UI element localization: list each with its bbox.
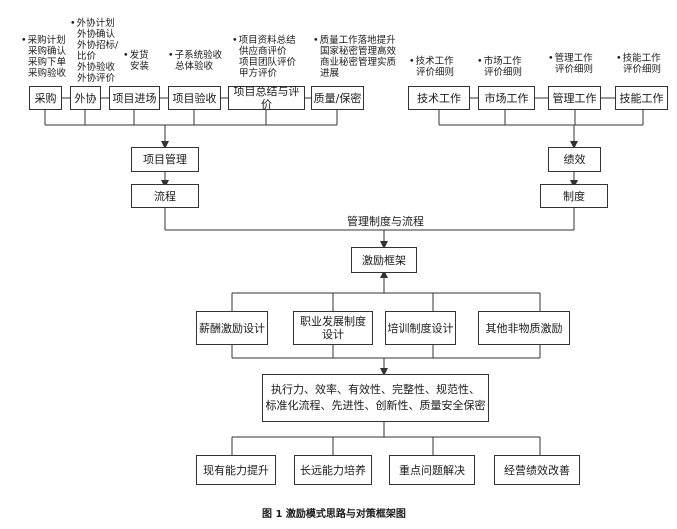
note-summary: 项目资料总结 供应商评价 项目团队评价 甲方评价 (232, 35, 296, 79)
box-project-summary: 项目总结与评价 (228, 85, 305, 111)
box-outcome-longterm: 长远能力培养 (294, 455, 372, 485)
box-outsourcing: 外协 (70, 86, 101, 110)
merge-label: 管理制度与流程 (347, 215, 424, 228)
note-procurement: 采购计划 采购确认 采购下单 采购验收 (21, 35, 66, 79)
box-project-management: 项目管理 (131, 147, 199, 172)
box-incentive-framework: 激励框架 (351, 247, 417, 273)
box-procurement: 采购 (29, 86, 62, 110)
box-salary-design: 薪酬激励设计 (196, 311, 268, 345)
note-delivery: 发货 安装 (123, 50, 149, 72)
box-tech-work: 技术工作 (408, 86, 470, 110)
box-mgmt-work: 管理工作 (548, 86, 601, 110)
note-skill: 技能工作 评价细则 (616, 53, 661, 75)
box-training-design: 培训制度设计 (385, 311, 456, 345)
box-outcome-performance: 经营绩效改善 (494, 455, 580, 485)
box-process: 流程 (131, 184, 199, 208)
note-tech: 技术工作 评价细则 (409, 56, 454, 78)
box-system: 制度 (540, 184, 608, 208)
box-project-acceptance: 项目验收 (168, 86, 221, 110)
note-market: 市场工作 评价细则 (477, 56, 522, 78)
box-traits: 执行力、效率、有效性、完整性、规范性、 标准化流程、先进性、创新性、质量安全保密 (262, 374, 489, 422)
box-market-work: 市场工作 (478, 86, 535, 110)
note-mgmt: 管理工作 评价细则 (548, 53, 593, 75)
note-quality: 质量工作落地提升 国家秘密管理高效 商业秘密管理实质 进展 (313, 35, 396, 79)
figure-caption: 图 1 激励模式思路与对策框架图 (262, 509, 406, 520)
box-skill-work: 技能工作 (615, 86, 668, 110)
note-acceptance: 子系统验收 总体验收 (168, 50, 223, 72)
note-outsourcing: 外协计划 外协确认 外协招标/ 比价 外协验收 外协评价 (70, 18, 119, 84)
box-nonmaterial-incentive: 其他非物质激励 (478, 311, 570, 345)
box-project-entry: 项目进场 (109, 86, 160, 110)
box-performance: 绩效 (548, 147, 601, 172)
box-outcome-current: 现有能力提升 (196, 455, 276, 485)
box-outcome-issues: 重点问题解决 (389, 455, 475, 485)
box-quality-security: 质量/保密 (311, 86, 364, 110)
box-career-design: 职业发展制度 设计 (293, 311, 373, 345)
